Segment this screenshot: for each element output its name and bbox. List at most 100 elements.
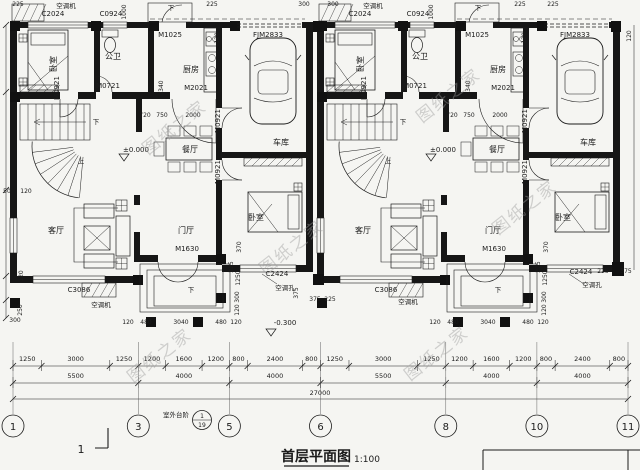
dim-label: 225	[228, 261, 235, 273]
rug-outline	[380, 207, 425, 263]
kitchen-counter	[203, 27, 221, 93]
wardrobe	[326, 84, 366, 93]
bed-fold	[247, 203, 273, 233]
stair-fan-tread	[374, 156, 388, 196]
grid-bubble	[126, 414, 150, 438]
ac-hatch	[21, 3, 31, 22]
dim-tick	[2, 21, 10, 29]
level-zero-label: ±0.000	[123, 146, 149, 154]
dim-label: 1000	[428, 4, 435, 19]
dim-label: 5500	[375, 372, 392, 380]
dim-label: 3000	[67, 355, 84, 363]
opening-code-label: M0921	[214, 109, 222, 133]
kitchen-sink	[205, 31, 219, 47]
grid-bubble	[434, 414, 458, 438]
dim-tick	[162, 362, 169, 370]
cabinet	[550, 157, 610, 167]
wall	[523, 128, 529, 160]
opening-code-label: C2424	[570, 268, 593, 276]
wall	[434, 22, 462, 28]
room-label-kitchen: 厨房	[183, 64, 199, 74]
kitchen-counter	[510, 27, 528, 93]
stair-fan-tread	[57, 155, 79, 191]
wall	[505, 255, 533, 262]
sofa	[390, 253, 422, 269]
wall	[78, 92, 96, 99]
grid-bubble-label: 1	[10, 422, 16, 433]
grid-bubble	[1, 414, 25, 438]
ac-unit-note: 空调机	[91, 300, 111, 309]
bed-fold	[27, 61, 49, 91]
wall	[306, 22, 313, 272]
door-arc	[95, 75, 113, 93]
door-arc	[171, 98, 217, 144]
column	[193, 317, 203, 327]
porch-steps	[146, 269, 224, 309]
stair-fan-tread	[342, 149, 381, 165]
grid-bubble-label: 6	[317, 422, 323, 433]
stove-burner	[515, 54, 523, 62]
sofa	[115, 215, 131, 257]
dim-tick	[38, 362, 45, 370]
dim-label: 225	[535, 261, 542, 273]
dining-chair	[490, 125, 504, 137]
sink-bowl	[513, 36, 519, 42]
toilet-tank	[101, 29, 119, 38]
grid-bubble	[309, 414, 332, 438]
stair-fan-tread	[40, 151, 75, 175]
wall	[216, 22, 222, 108]
dim-label: 225	[206, 1, 218, 8]
sink-bowl	[212, 36, 218, 42]
column	[216, 293, 226, 303]
door-arc	[478, 98, 524, 144]
opening-code-label: C2024	[42, 10, 65, 18]
wall	[105, 276, 140, 283]
opening-code-label: M0921	[214, 160, 222, 184]
dim-tick	[345, 362, 353, 370]
wall	[529, 152, 613, 158]
dim-tick	[506, 362, 513, 370]
cabinet-hatch	[590, 157, 600, 167]
ac-platform	[81, 282, 117, 298]
room-label-bedroom-1: 卧室	[48, 56, 58, 72]
dim-label: 800	[540, 355, 552, 363]
dining-chair	[506, 161, 520, 173]
wall	[401, 28, 407, 92]
stair-fan-tread	[47, 153, 77, 184]
dim-tick	[469, 362, 477, 370]
wardrobe	[19, 84, 59, 93]
dim-label: 1250	[423, 355, 440, 363]
room-label-living: 客厅	[48, 225, 64, 235]
dim-label: 370	[543, 241, 550, 253]
dim-label: 1000	[121, 4, 128, 19]
wall	[94, 28, 100, 92]
cabinet-hatch	[598, 157, 608, 167]
wardrobe-hatch	[27, 84, 37, 93]
car-windshield	[560, 60, 600, 67]
stair-arrowhead	[33, 118, 41, 126]
door-arc	[468, 4, 490, 23]
ac-platform	[388, 282, 424, 298]
dim-label: 1250	[19, 355, 36, 363]
column	[313, 21, 324, 32]
wall	[216, 180, 222, 265]
dim-label: 225	[324, 296, 336, 303]
bed-fold	[27, 55, 69, 91]
dim-label: 2000	[492, 112, 507, 119]
dim-label: 4000	[267, 372, 284, 380]
coffee-table-cross	[83, 225, 111, 251]
dim-label: 1250	[326, 355, 343, 363]
ac-hatch	[398, 282, 408, 298]
bed-pillow	[30, 32, 66, 46]
rear-landing	[147, 2, 193, 23]
dim-label: 1250	[235, 270, 242, 285]
dim-label: 225	[12, 1, 24, 8]
sofa	[422, 215, 438, 257]
wardrobe-hatch	[19, 84, 29, 93]
dim-label: 4000	[574, 372, 591, 380]
wall	[441, 232, 447, 262]
column	[133, 275, 143, 285]
stair-fan-tread	[79, 156, 84, 198]
cabinet-hatch	[566, 157, 576, 167]
stove	[512, 51, 526, 77]
